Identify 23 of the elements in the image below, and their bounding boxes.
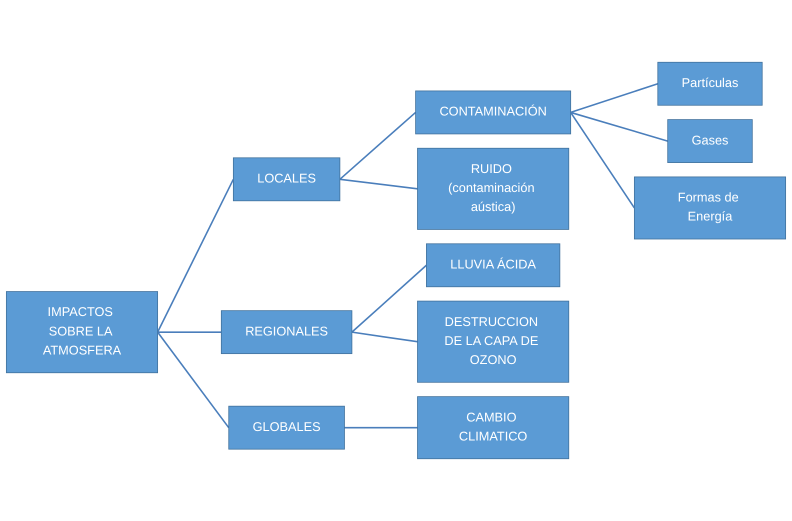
node-box: IMPACTOS SOBRE LA ATMOSFERA	[6, 291, 158, 374]
node-box: CONTAMINACIÓN	[415, 90, 572, 134]
node-box: REGIONALES	[220, 310, 352, 354]
node-box: Gases	[667, 119, 753, 163]
connector	[570, 83, 658, 114]
node-box: RUIDO (contaminación aústica)	[417, 148, 570, 230]
node-box: LLUVIA ÁCIDA	[426, 243, 560, 288]
connector	[340, 178, 418, 190]
node-box: CAMBIO CLIMATICO	[417, 396, 570, 460]
node-box: GLOBALES	[228, 406, 345, 450]
connector	[156, 178, 234, 332]
connector	[570, 112, 668, 142]
node-box: DESTRUCCION DE LA CAPA DE OZONO	[417, 300, 570, 383]
connector	[344, 426, 418, 428]
node-box: Formas de Energía	[634, 176, 786, 240]
connector	[339, 112, 416, 180]
connector	[158, 331, 222, 333]
connector	[157, 332, 230, 428]
node-box: Partículas	[657, 62, 763, 106]
connector	[570, 112, 636, 208]
node-box: LOCALES	[232, 157, 340, 202]
connector	[351, 264, 427, 333]
connector	[352, 331, 418, 342]
